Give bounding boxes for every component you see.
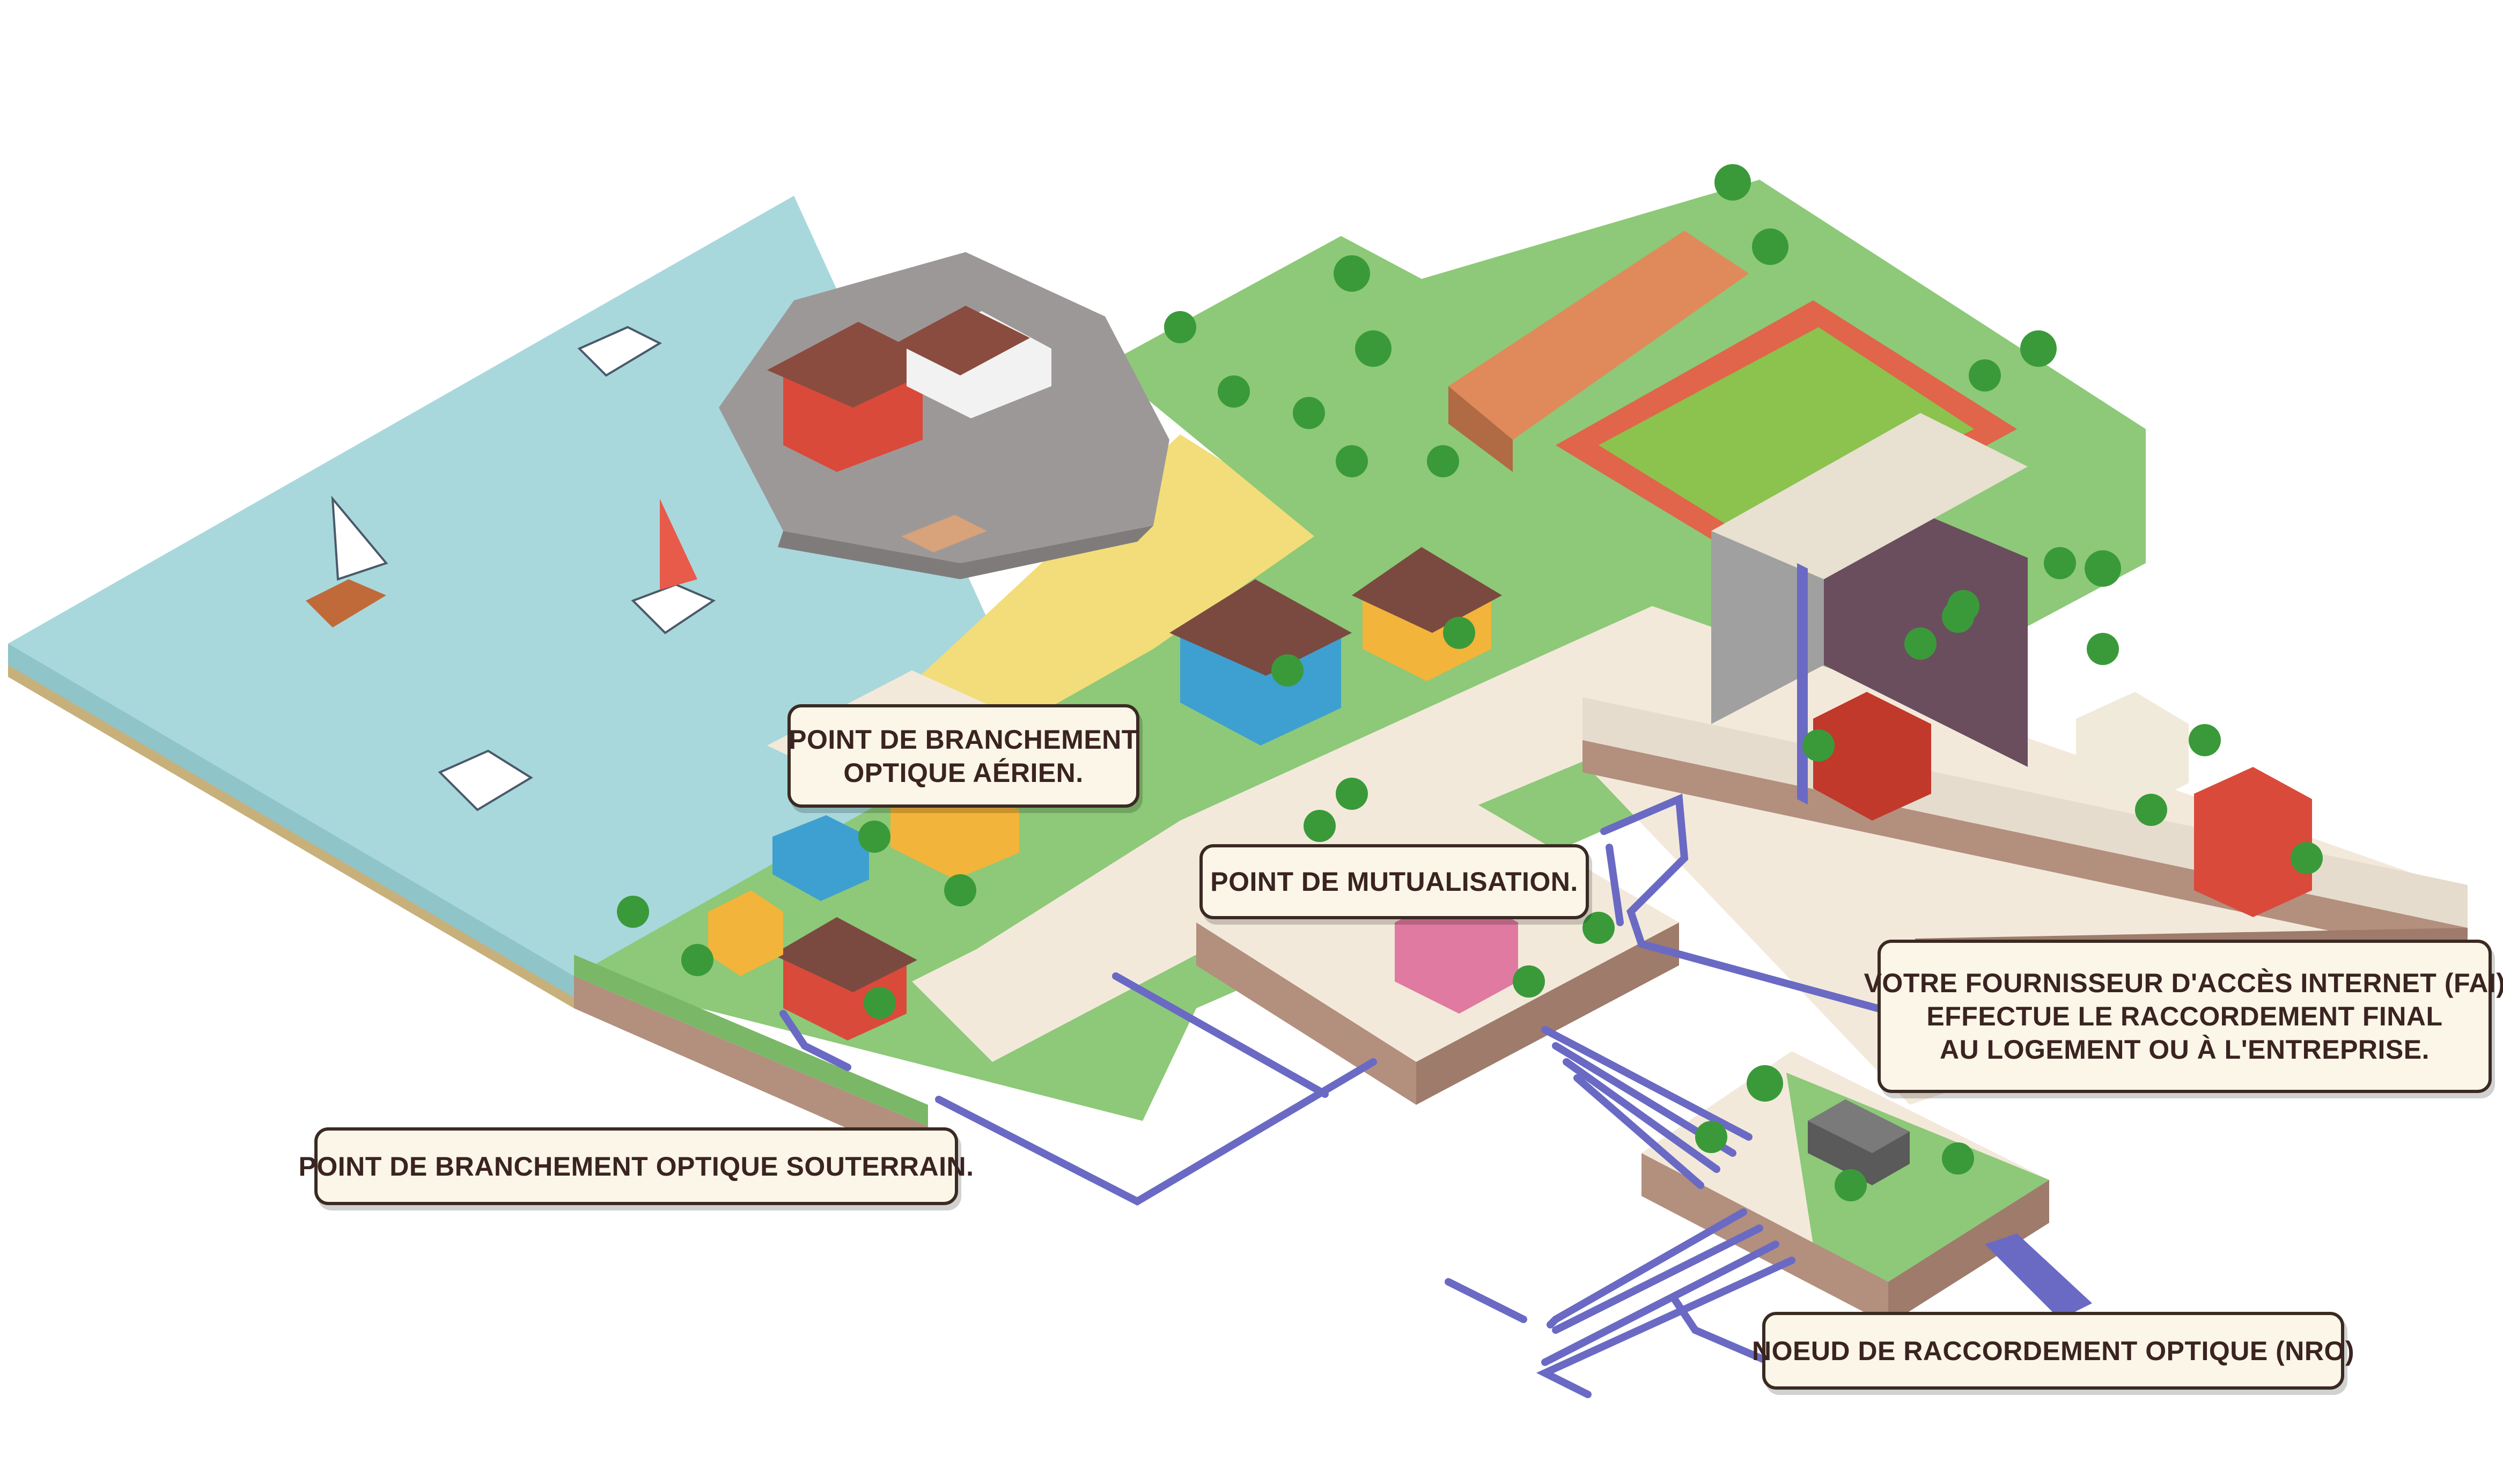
label-mutualisation-line-1: POINT DE MUTUALISATION. xyxy=(1210,867,1578,897)
nro-trunk xyxy=(1985,1234,2092,1319)
label-fai-line-3: AU LOGEMENT OU À L'ENTREPRISE. xyxy=(1939,1035,2430,1065)
label-fai-final-connection: VOTRE FOURNISSEUR D'ACCÈS INTERNET (FAI)… xyxy=(1864,940,2503,1093)
boats xyxy=(306,326,716,811)
label-mutualisation-point: POINT DE MUTUALISATION. xyxy=(1199,844,1589,919)
stadium xyxy=(1448,231,2017,569)
label-nro-line-1: NOEUD DE RACCORDEMENT OPTIQUE (NRO) xyxy=(1751,1335,2355,1366)
office-building xyxy=(1711,413,2028,804)
label-aerial-line-2: OPTIQUE AÉRIEN. xyxy=(843,757,1084,788)
label-fai-line-2: EFFECTUE LE RACCORDEMENT FINAL xyxy=(1926,1001,2443,1031)
nro-equipment xyxy=(1808,1099,1910,1185)
label-underground-line-1: POINT DE BRANCHEMENT OPTIQUE SOUTERRAIN. xyxy=(298,1151,974,1182)
label-aerial-line-1: POINT DE BRANCHEMENT xyxy=(789,724,1138,755)
palm-trees xyxy=(617,164,2323,1201)
label-underground-branch-point: POINT DE BRANCHEMENT OPTIQUE SOUTERRAIN. xyxy=(299,1127,974,1205)
label-aerial-branch-point: POINT DE BRANCHEMENT OPTIQUE AÉRIEN. xyxy=(787,704,1139,808)
label-nro: NOEUD DE RACCORDEMENT OPTIQUE (NRO) xyxy=(1752,1312,2354,1390)
fiber-lines xyxy=(779,793,1881,1398)
rock-island xyxy=(719,252,1169,579)
label-fai-line-1: VOTRE FOURNISSEUR D'ACCÈS INTERNET (FAI) xyxy=(1864,968,2503,998)
